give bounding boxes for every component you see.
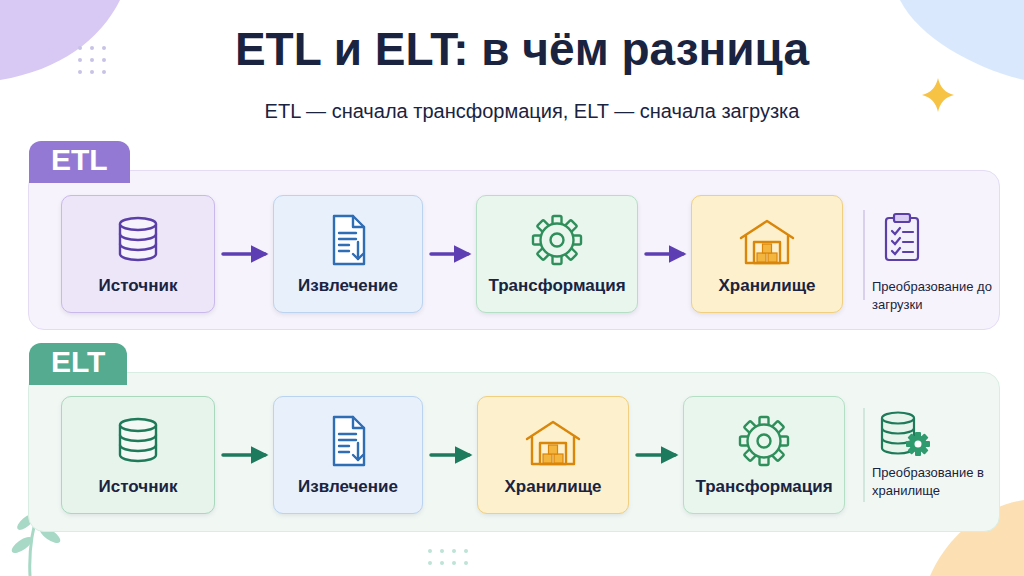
gear-icon [732,413,796,469]
sparkle-star [922,78,954,112]
clipboard-icon [886,214,918,260]
diagram-subtitle: ETL — сначала трансформация, ELT — снача… [0,100,1024,123]
box-label: Трансформация [695,477,832,497]
divider-line [863,408,865,502]
flow-arrow [646,252,683,256]
dot-row [428,549,468,565]
panel-tab-label: ETL [29,141,130,183]
corner-blob [0,0,120,80]
flow-arrow [637,453,675,457]
diagram-title: ETL и ELT: в чём разница [0,22,1024,76]
corner-blob [900,0,1024,80]
divider-line [863,210,865,300]
process-box: Трансформация [683,396,845,514]
process-box: Хранилище [477,396,629,514]
process-panel: ELTИсточникИзвлечениеХранилищеТрансформа… [28,372,1000,532]
panel-tab-label: ELT [29,343,127,385]
box-label: Извлечение [298,276,398,296]
house-icon [735,212,799,268]
process-panel: ETLИсточникИзвлечениеТрансформацияХранил… [28,170,1000,330]
box-label: Извлечение [298,477,398,497]
side-note: Преобразование в хранилище [872,464,1000,499]
process-box: Источник [61,195,215,313]
flow-arrow [223,252,265,256]
side-note: Преобразование до загрузки [872,278,1000,313]
box-label: Трансформация [488,276,625,296]
dot-grid [78,46,106,74]
box-label: Хранилище [505,477,602,497]
process-box: Извлечение [273,195,423,313]
process-box: Источник [61,396,215,514]
db-icon [106,413,170,469]
flow-arrow [431,453,469,457]
box-label: Источник [99,477,178,497]
db-icon [106,212,170,268]
box-label: Хранилище [719,276,816,296]
database-gear-icon [882,413,930,457]
doc-icon [316,413,380,469]
gear-icon [525,212,589,268]
house-icon [521,413,585,469]
process-box: Хранилище [691,195,843,313]
process-box: Извлечение [273,396,423,514]
box-label: Источник [99,276,178,296]
doc-icon [316,212,380,268]
flow-arrow [223,453,265,457]
flow-arrow [431,252,468,256]
process-box: Трансформация [476,195,638,313]
